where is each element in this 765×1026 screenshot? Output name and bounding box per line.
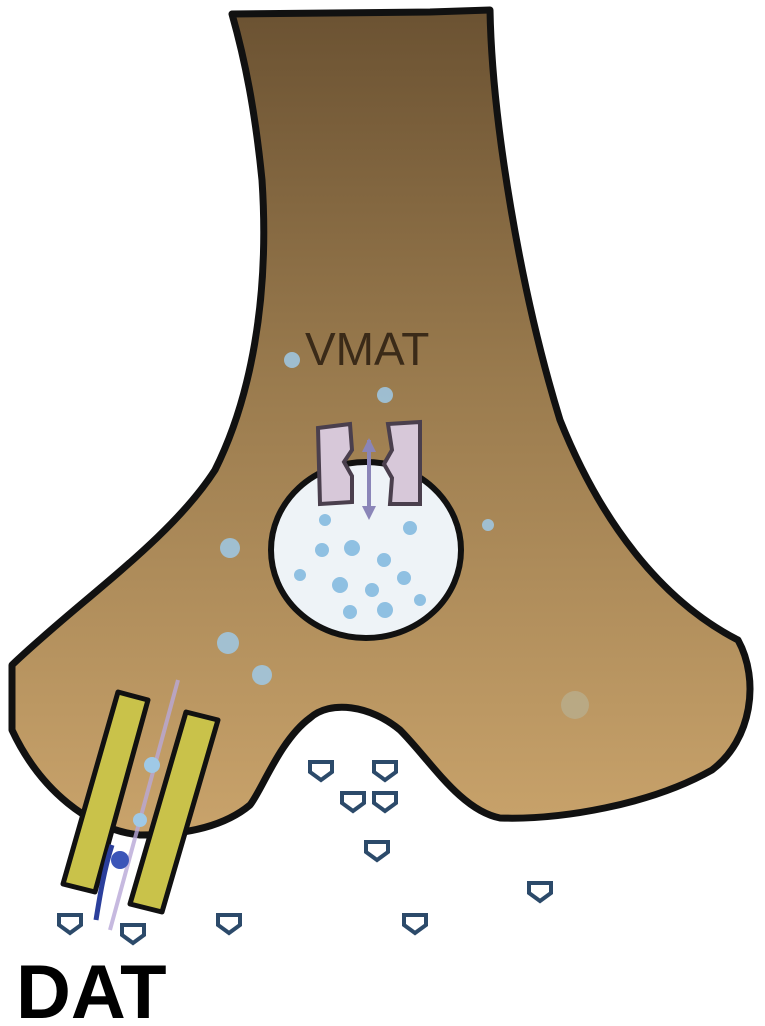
dat-label: DAT	[16, 950, 167, 1026]
vmat-label: VMAT	[305, 323, 429, 375]
synaptic-vesicle-icon	[271, 462, 461, 638]
